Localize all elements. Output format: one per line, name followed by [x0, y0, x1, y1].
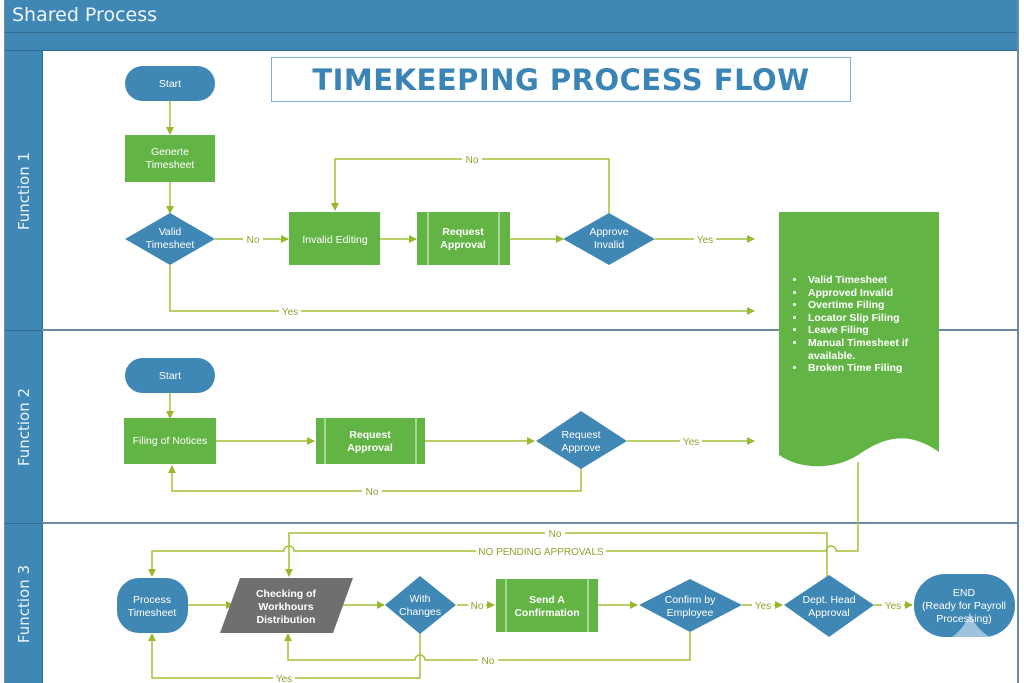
- node-label: Employee: [667, 607, 714, 619]
- invalid-editing-node[interactable]: Invalid Editing: [289, 212, 380, 265]
- connector-no-pending-approvals: [148, 462, 859, 577]
- document-list-item: Leave Filing: [806, 324, 956, 337]
- node-label: END: [953, 587, 976, 599]
- label-confirm-no: No: [482, 656, 495, 667]
- process-timesheet-node[interactable]: Process Timesheet: [117, 578, 188, 633]
- connector-approve-invalid-no: [331, 158, 610, 213]
- document-list: Valid Timesheet Approved Invalid Overtim…: [782, 274, 956, 375]
- document-list-item: Manual Timesheet if available.: [806, 337, 956, 362]
- node-label: Changes: [399, 606, 441, 618]
- checking-workhours-node[interactable]: Checking of Workhours Distribution: [220, 578, 353, 633]
- node-label: Valid: [159, 226, 182, 238]
- label-request-approve-no: No: [366, 487, 379, 498]
- with-changes-decision[interactable]: With Changes: [385, 576, 456, 634]
- diagram-title: TIMEKEEPING PROCESS FLOW: [312, 62, 810, 97]
- request-approve-decision[interactable]: Request Approve: [536, 411, 627, 469]
- node-label: Timesheet: [128, 607, 177, 619]
- f2-start-node[interactable]: Start: [125, 358, 215, 393]
- generate-timesheet-node[interactable]: Generte Timesheet: [125, 135, 215, 182]
- node-label: Checking of: [256, 588, 317, 600]
- connector-changes-yes: [148, 632, 421, 679]
- header-strip: [4, 33, 1018, 51]
- lane-separator: [42, 329, 1018, 331]
- frame-border-left: [4, 0, 5, 683]
- node-label: Approval: [808, 607, 849, 619]
- label-valid-no: No: [247, 235, 260, 246]
- f1-start-node[interactable]: Start: [125, 66, 215, 101]
- node-label: Request: [349, 429, 391, 441]
- label-approve-invalid-yes: Yes: [697, 235, 713, 246]
- connector-valid-yes: [169, 265, 755, 315]
- node-label: Approval: [440, 239, 486, 251]
- frame-border-right: [1017, 0, 1019, 683]
- f2-request-approval-node[interactable]: Request Approval: [316, 418, 425, 464]
- dept-head-approval-decision[interactable]: Dept. Head Approval: [784, 575, 874, 637]
- node-label: Send A: [529, 594, 565, 606]
- document-list-item: Broken Time Filing: [806, 362, 956, 375]
- label-dept-yes: Yes: [885, 601, 901, 612]
- header-title: Shared Process: [12, 4, 158, 26]
- approve-invalid-decision[interactable]: Approve Invalid: [563, 213, 655, 265]
- confirm-by-employee-decision[interactable]: Confirm by Employee: [639, 579, 742, 632]
- node-label: Request: [561, 429, 600, 441]
- connector-dept-no: [285, 532, 828, 583]
- node-label: Timesheet: [146, 239, 195, 251]
- node-label: Workhours: [258, 601, 313, 613]
- node-label: Generte: [151, 146, 189, 158]
- node-label: Confirmation: [514, 607, 579, 619]
- document-list-item: Approved Invalid: [806, 287, 956, 300]
- node-label: Distribution: [257, 614, 316, 626]
- label-approve-invalid-no: No: [466, 155, 479, 166]
- node-label: Timesheet: [146, 159, 195, 171]
- lane-label-function-3: Function 3: [5, 524, 43, 683]
- lane-label-function-2: Function 2: [5, 331, 43, 524]
- lane-separator: [42, 522, 1018, 524]
- node-label: Process: [133, 594, 171, 606]
- label-valid-yes: Yes: [282, 307, 298, 318]
- node-label: With: [410, 593, 431, 605]
- label-dept-no: No: [549, 529, 562, 540]
- lane-label-function-1: Function 1: [5, 51, 43, 331]
- node-label: Invalid Editing: [302, 234, 368, 246]
- label-no-pending-approvals: NO PENDING APPROVALS: [478, 547, 604, 558]
- f1-request-approval-node[interactable]: Request Approval: [417, 212, 510, 265]
- node-label: Approve: [561, 442, 600, 454]
- label-confirm-yes: Yes: [755, 601, 771, 612]
- node-label: Dept. Head: [802, 594, 855, 606]
- node-label: Approve: [589, 226, 628, 238]
- node-label: Invalid: [594, 239, 625, 251]
- node-label: Request: [442, 226, 484, 238]
- node-label: Processing): [936, 613, 991, 625]
- node-label: Start: [159, 370, 181, 382]
- label-with-changes-yes: Yes: [276, 674, 292, 683]
- node-label: Confirm by: [665, 594, 717, 606]
- document-list-item: Valid Timesheet: [806, 274, 956, 287]
- filings-document-node[interactable]: [779, 212, 939, 467]
- label-request-approve-yes: Yes: [683, 437, 699, 448]
- node-label: Filing of Notices: [133, 435, 208, 447]
- filing-of-notices-node[interactable]: Filing of Notices: [124, 418, 216, 464]
- document-list-item: Locator Slip Filing: [806, 312, 956, 325]
- end-node[interactable]: END (Ready for Payroll Processing): [914, 574, 1015, 637]
- app-header: Shared Process: [4, 0, 1018, 33]
- node-label: Approval: [347, 442, 393, 454]
- send-confirmation-node[interactable]: Send A Confirmation: [496, 579, 598, 632]
- diagram-title-box: TIMEKEEPING PROCESS FLOW: [271, 57, 851, 102]
- node-label: Start: [159, 78, 181, 90]
- node-label: (Ready for Payroll: [922, 600, 1006, 612]
- label-with-changes-no: No: [471, 601, 484, 612]
- valid-timesheet-decision[interactable]: Valid Timesheet: [125, 213, 215, 265]
- document-list-item: Overtime Filing: [806, 299, 956, 312]
- connector-labels: No No Yes Yes Yes No No NO PENDING APPRO…: [243, 153, 904, 683]
